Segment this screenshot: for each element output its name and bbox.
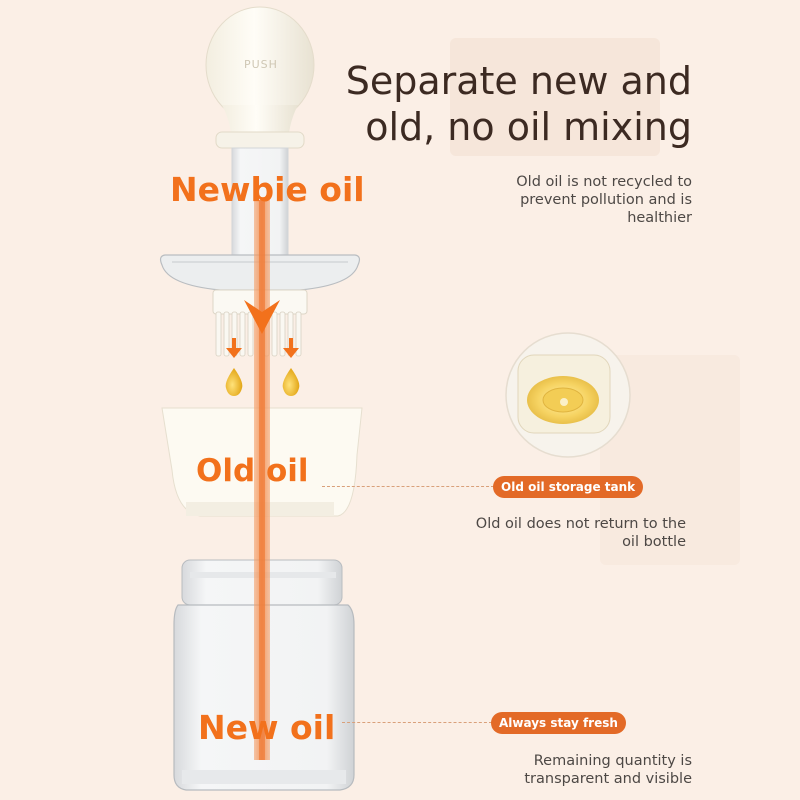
headline: Separate new and old, no oil mixing xyxy=(345,59,692,149)
feature-1-description: Old oil is not recycled to prevent pollu… xyxy=(516,174,692,226)
feature-2-description: Old oil does not return to the oil bottl… xyxy=(475,516,686,550)
always-fresh-badge: Always stay fresh xyxy=(491,712,626,734)
connector-line xyxy=(342,722,492,723)
old-oil-storage-badge: Old oil storage tank xyxy=(493,476,644,498)
oil-flow-arrow xyxy=(244,200,280,760)
feature-3-description: Remaining quantity is transparent and vi… xyxy=(524,753,692,787)
drip-arrows xyxy=(226,338,299,358)
old-oil-label: Old oil xyxy=(196,453,309,489)
background-panel xyxy=(450,38,660,156)
push-bulb xyxy=(205,6,315,149)
tank-closeup-photo xyxy=(505,332,631,458)
push-label: PUSH xyxy=(244,58,278,71)
connector-line xyxy=(322,486,494,487)
oil-drop-icon xyxy=(225,368,300,396)
new-oil-label: New oil xyxy=(198,708,336,747)
newbie-oil-label: Newbie oil xyxy=(170,170,365,209)
